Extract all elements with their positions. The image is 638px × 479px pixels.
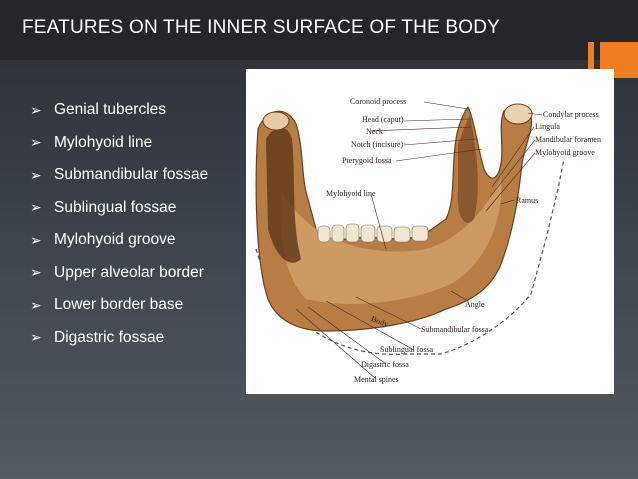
inner-surface (280, 179, 502, 304)
label-mental-spines: Mental spines (354, 375, 399, 384)
arrow-right-icon: ➢ (30, 166, 42, 183)
slide-title: FEATURES ON THE INNER SURFACE OF THE BOD… (22, 17, 500, 38)
bullet-item: ➢Upper alveolar border (30, 263, 204, 281)
condyle-head (503, 103, 533, 125)
arrow-right-icon: ➢ (30, 264, 42, 281)
label-condylar-process: Condylar process (543, 110, 599, 119)
accent-bar-thin (588, 42, 594, 78)
symphysis-shadow (266, 127, 301, 263)
label-mandibular-foramen: Mandibular foramen (535, 135, 601, 144)
label-mylohyoid-groove: Mylohyoid groove (535, 148, 595, 157)
label-head: Head (caput) (362, 115, 404, 124)
label-mylohyoid-line: Mylohyoid line (326, 189, 376, 198)
bullet-item: ➢Mylohyoid groove (30, 231, 176, 249)
teeth (317, 223, 429, 243)
ramus-shadow (457, 114, 478, 223)
bullet-item: ➢Sublingual fossae (30, 198, 177, 216)
label-neck: Neck (366, 127, 383, 136)
bullet-list: ➢Genial tubercles ➢Mylohyoid line ➢Subma… (30, 94, 208, 354)
arrow-right-icon: ➢ (30, 231, 42, 248)
arrow-right-icon: ➢ (30, 329, 42, 346)
label-notch: Notch (incisure) (351, 140, 404, 149)
label-ramus: Ramus (516, 196, 539, 205)
label-angle: Angle (465, 300, 485, 309)
arrow-right-icon: ➢ (30, 134, 42, 151)
opposite-condyle (262, 111, 290, 131)
arrow-right-icon: ➢ (30, 296, 42, 313)
label-digastric-fossa: Digastric fossa (361, 360, 409, 369)
label-coronoid-process: Coronoid process (350, 97, 407, 106)
bullet-item: ➢Digastric fossae (30, 328, 165, 346)
label-sublingual-fossa: Sublingual fossa (380, 345, 434, 354)
leader-lines (295, 101, 543, 380)
bullet-item: ➢Mylohyoid line (30, 133, 153, 151)
bullet-item: ➢Genial tubercles (30, 101, 167, 119)
label-submandibular-fossa: Submandibular fossa (421, 325, 489, 334)
label-lingula: Lingula (535, 122, 560, 131)
bullet-item: ➢Lower border base (30, 296, 184, 314)
arrow-right-icon: ➢ (30, 199, 42, 216)
label-pterygoid-fossa: Pterygoid fossa (342, 156, 392, 165)
mandible-illustration: Coronoid process Head (caput) Neck Notch… (246, 69, 614, 394)
arrow-right-icon: ➢ (30, 101, 42, 118)
mandible-drawing (255, 101, 565, 380)
title-bar: FEATURES ON THE INNER SURFACE OF THE BOD… (0, 0, 638, 60)
bullet-item: ➢Submandibular fossae (30, 166, 209, 184)
